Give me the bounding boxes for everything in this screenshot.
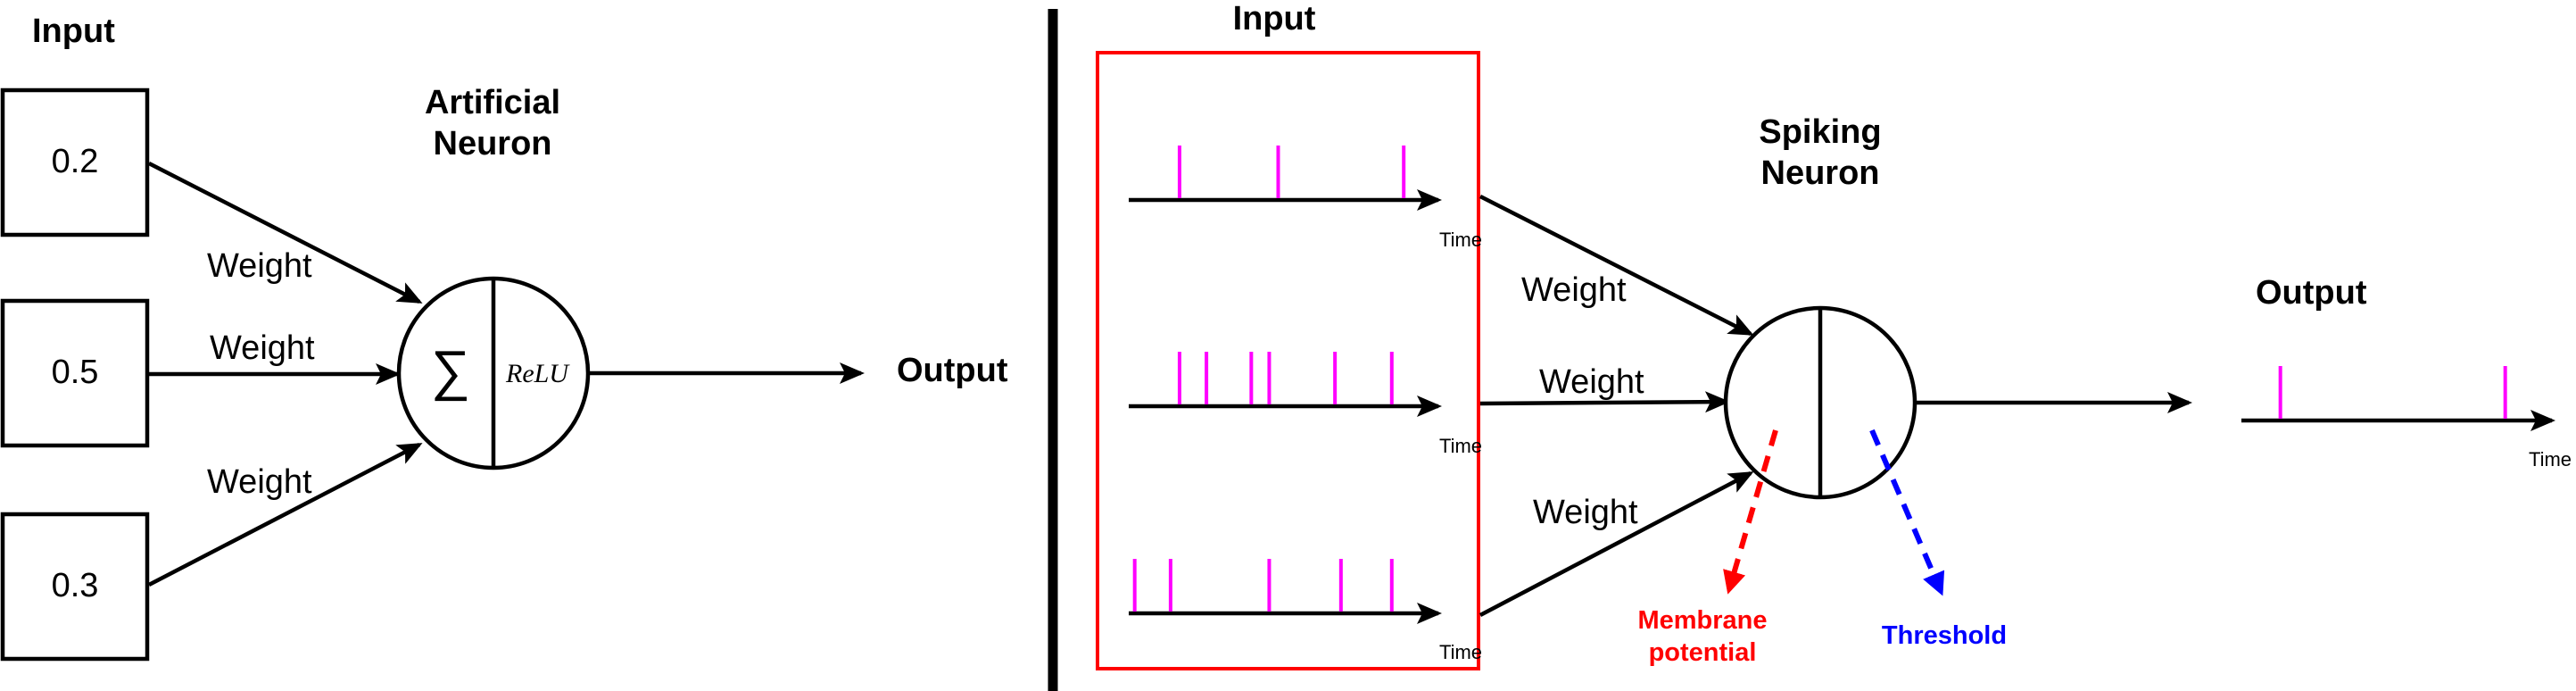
ann-output-label: Output (897, 352, 1008, 389)
snn-input-box (1096, 51, 1480, 670)
snn-weight-label-3: Weight (1533, 494, 1638, 531)
membrane-potential-arrow (1723, 429, 1778, 595)
ann-input-box-1 (0, 87, 150, 237)
membrane-label-line-2: potential (1649, 638, 1757, 667)
output-spikes (2278, 366, 2507, 419)
spike-train-2-spikes (1177, 352, 1394, 404)
spike-train-3: Time (1129, 559, 1482, 663)
spike-train-2: Time (1129, 352, 1482, 457)
snn-output-label: Output (2256, 274, 2367, 312)
ann-weight-arrow-3 (147, 443, 423, 587)
ann-weight-arrow-1 (147, 161, 423, 304)
spiking-neuron-panel: Input Time Time Time Weight Weight Weigh… (1096, 0, 2572, 670)
ann-input-value-3: 0.3 (52, 567, 99, 604)
snn-weight-label-1: Weight (1521, 271, 1627, 309)
spike-train-3-time-label: Time (1439, 641, 1482, 663)
ann-input-box-2 (0, 298, 150, 448)
ann-weight-label-1: Weight (207, 247, 312, 285)
spike-train-1: Time (1129, 146, 1482, 251)
ann-weight-label-2: Weight (210, 329, 315, 367)
ann-input-value-2: 0.5 (52, 354, 99, 391)
ann-input-value-1: 0.2 (52, 143, 99, 180)
snn-weight-label-2: Weight (1539, 363, 1644, 401)
threshold-arrow (1869, 429, 1945, 596)
snn-weight-arrow-3 (1479, 471, 1754, 617)
snn-input-label: Input (1233, 0, 1316, 37)
spike-train-3-spikes (1132, 559, 1394, 612)
ann-neuron-title-line-2: Neuron (434, 125, 552, 162)
output-time-label: Time (2529, 448, 2572, 470)
ann-activation-label: ReLU (505, 359, 570, 388)
ann-sum-symbol: ∑ (431, 340, 470, 402)
snn-weight-arrow-1 (1479, 194, 1754, 337)
spike-train-1-spikes (1177, 146, 1406, 198)
artificial-neuron-panel: Input 0.2 0.5 0.3 Weight Weight Weight A… (0, 12, 1008, 662)
ann-weight-label-3: Weight (207, 463, 312, 501)
ann-input-box-3 (0, 512, 150, 662)
membrane-label-line-1: Membrane (1637, 606, 1767, 635)
ann-neuron-title-line-1: Artificial (425, 84, 560, 121)
output-spike-train: Time (2241, 366, 2572, 470)
snn-neuron-title-line-1: Spiking (1759, 113, 1881, 151)
snn-neuron-title-line-2: Neuron (1761, 154, 1880, 192)
spike-train-2-time-label: Time (1439, 435, 1482, 457)
ann-input-label: Input (32, 12, 115, 50)
threshold-label: Threshold (1882, 621, 2007, 650)
snn-weight-arrow-2 (1479, 391, 1730, 413)
spike-train-1-time-label: Time (1439, 229, 1482, 251)
